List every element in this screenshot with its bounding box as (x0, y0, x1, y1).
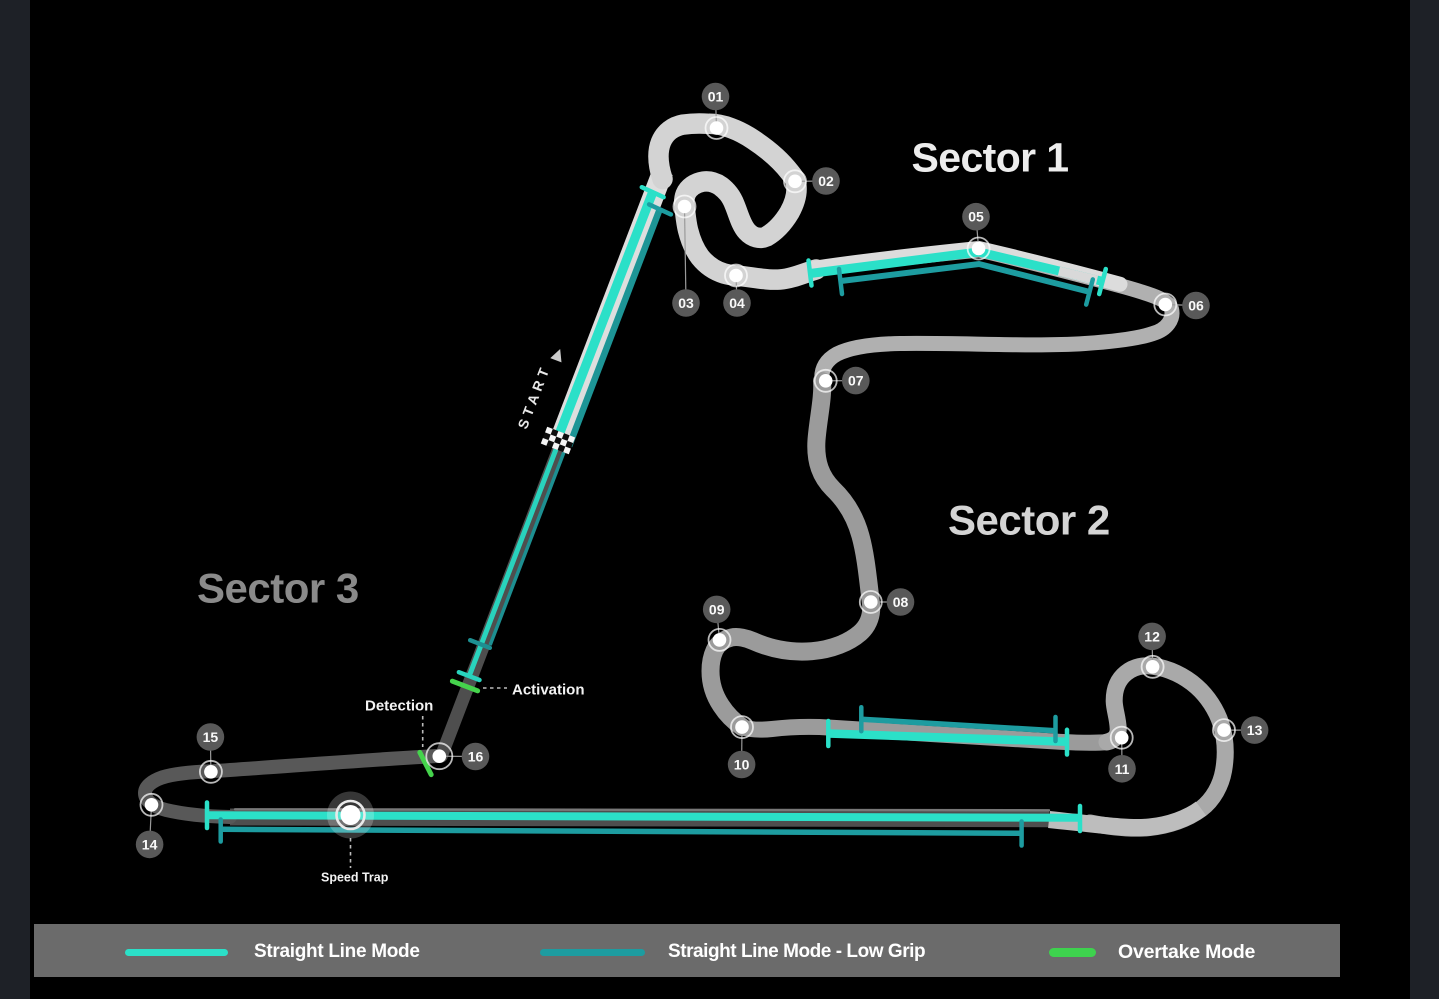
svg-text:Detection: Detection (365, 698, 433, 715)
svg-text:13: 13 (1247, 722, 1263, 738)
svg-text:03: 03 (678, 295, 694, 311)
svg-text:Speed Trap: Speed Trap (321, 871, 389, 885)
svg-text:08: 08 (893, 594, 909, 610)
svg-text:04: 04 (729, 295, 745, 311)
svg-text:12: 12 (1144, 628, 1160, 644)
svg-text:15: 15 (203, 729, 219, 745)
svg-text:01: 01 (708, 89, 724, 105)
svg-text:06: 06 (1188, 298, 1204, 314)
svg-text:Sector 3: Sector 3 (197, 565, 359, 612)
svg-text:10: 10 (734, 757, 750, 773)
svg-text:11: 11 (1115, 761, 1130, 777)
svg-text:14: 14 (142, 836, 158, 852)
svg-text:Sector 1: Sector 1 (912, 135, 1069, 181)
svg-text:START: START (514, 362, 553, 431)
svg-text:16: 16 (468, 749, 484, 765)
svg-text:02: 02 (818, 173, 834, 189)
svg-text:Sector 2: Sector 2 (948, 497, 1110, 544)
svg-text:09: 09 (709, 601, 725, 617)
svg-text:05: 05 (968, 209, 984, 225)
svg-text:Activation: Activation (512, 682, 585, 699)
svg-text:07: 07 (848, 373, 864, 389)
